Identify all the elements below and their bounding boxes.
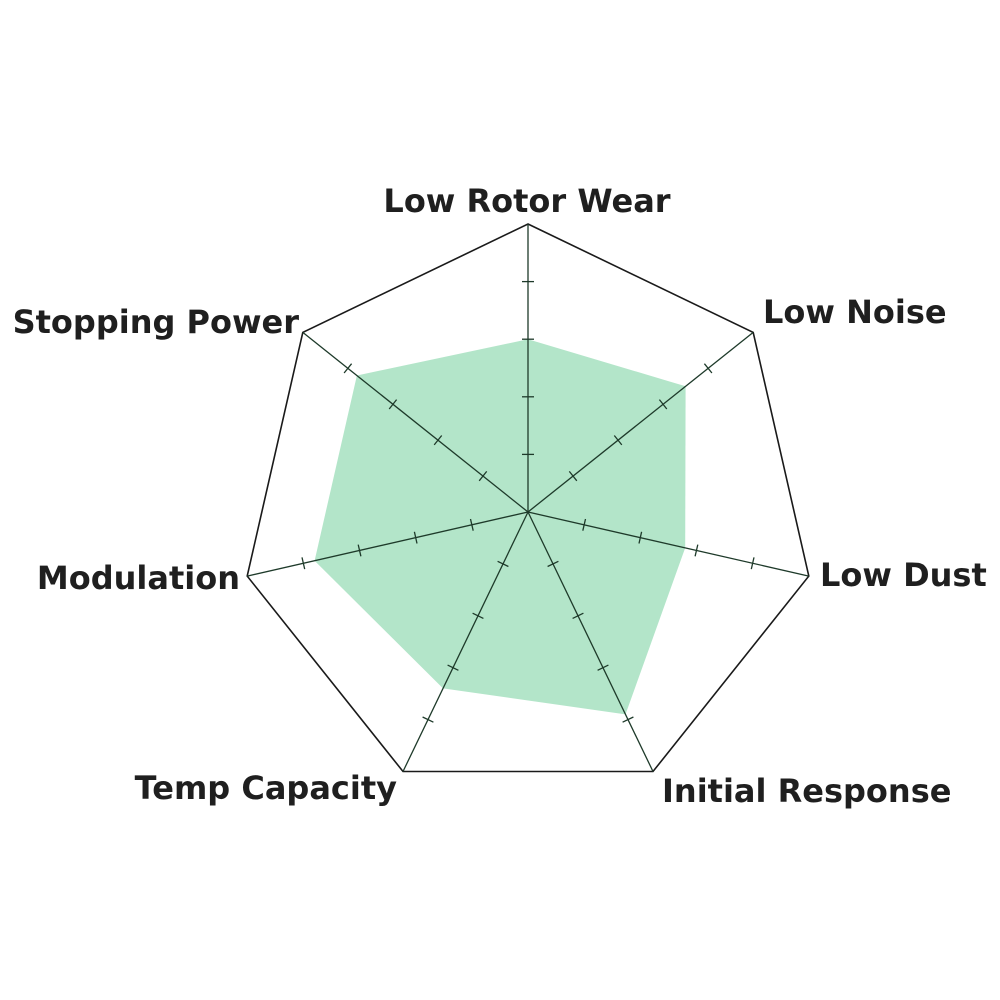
tick-6-2 [433,435,443,446]
tick-2-2 [638,531,643,544]
spoke-6 [302,331,529,513]
spoke-4 [402,511,529,772]
tick-3-2 [572,612,584,619]
tick-1-3 [658,399,668,410]
axis-label-modulation: Modulation [37,559,240,597]
tick-4-1 [497,560,509,568]
tick-3-1 [547,560,559,568]
spoke-5 [247,511,529,577]
tick-1-1 [568,470,578,482]
tick-5-4 [301,557,306,570]
tick-6-3 [388,399,398,410]
spoke-2 [527,511,809,577]
tick-5-2 [413,531,418,544]
tick-2-1 [582,518,587,531]
tick-4-4 [422,716,434,723]
tick-2-4 [750,557,755,570]
tick-1-4 [703,363,713,374]
axis-label-low-noise: Low Noise [763,293,947,331]
tick-1-2 [613,435,623,446]
tick-5-3 [357,544,362,557]
axis-ticks [301,280,755,723]
axis-label-low-rotor-wear: Low Rotor Wear [383,182,670,220]
tick-4-2 [472,612,484,619]
tick-6-4 [343,363,353,374]
tick-2-3 [694,544,699,557]
axis-label-temp-capacity: Temp Capacity [135,769,397,807]
tick-3-3 [597,664,609,671]
spoke-3 [527,511,654,772]
tick-6-1 [478,470,488,482]
outer-heptagon [246,223,810,773]
axis-spokes [247,224,809,772]
tick-3-4 [622,716,634,723]
tick-4-3 [447,664,459,671]
data-area [314,339,686,715]
axis-label-low-dust: Low Dust [820,556,987,594]
tick-5-1 [469,518,474,531]
spoke-1 [527,331,754,513]
axis-label-initial-response: Initial Response [662,772,951,810]
axis-label-stopping-power: Stopping Power [13,303,300,341]
